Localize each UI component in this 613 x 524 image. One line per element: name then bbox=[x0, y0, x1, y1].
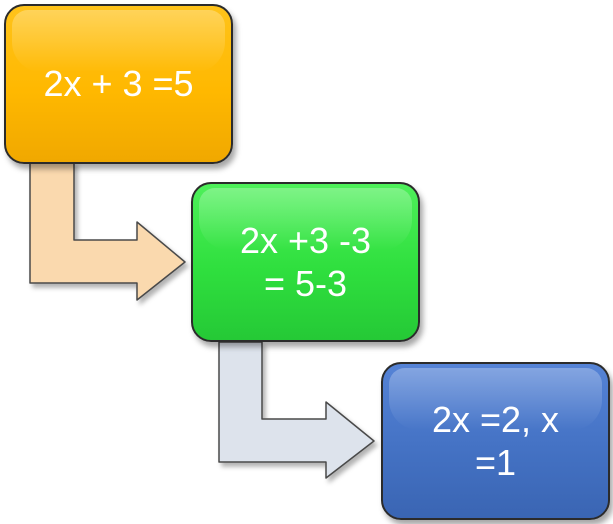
step-3-text: 2x =2, x =1 bbox=[431, 398, 560, 483]
step-1-text: 2x + 3 =5 bbox=[43, 63, 194, 105]
step-1-box: 2x + 3 =5 bbox=[4, 4, 233, 164]
step-2-text: 2x +3 -3 = 5-3 bbox=[239, 219, 372, 304]
bent-arrow-1 bbox=[29, 161, 186, 301]
bent-arrow-2 bbox=[218, 341, 375, 479]
step-2-box: 2x +3 -3 = 5-3 bbox=[191, 182, 420, 342]
step-3-box: 2x =2, x =1 bbox=[381, 362, 610, 520]
